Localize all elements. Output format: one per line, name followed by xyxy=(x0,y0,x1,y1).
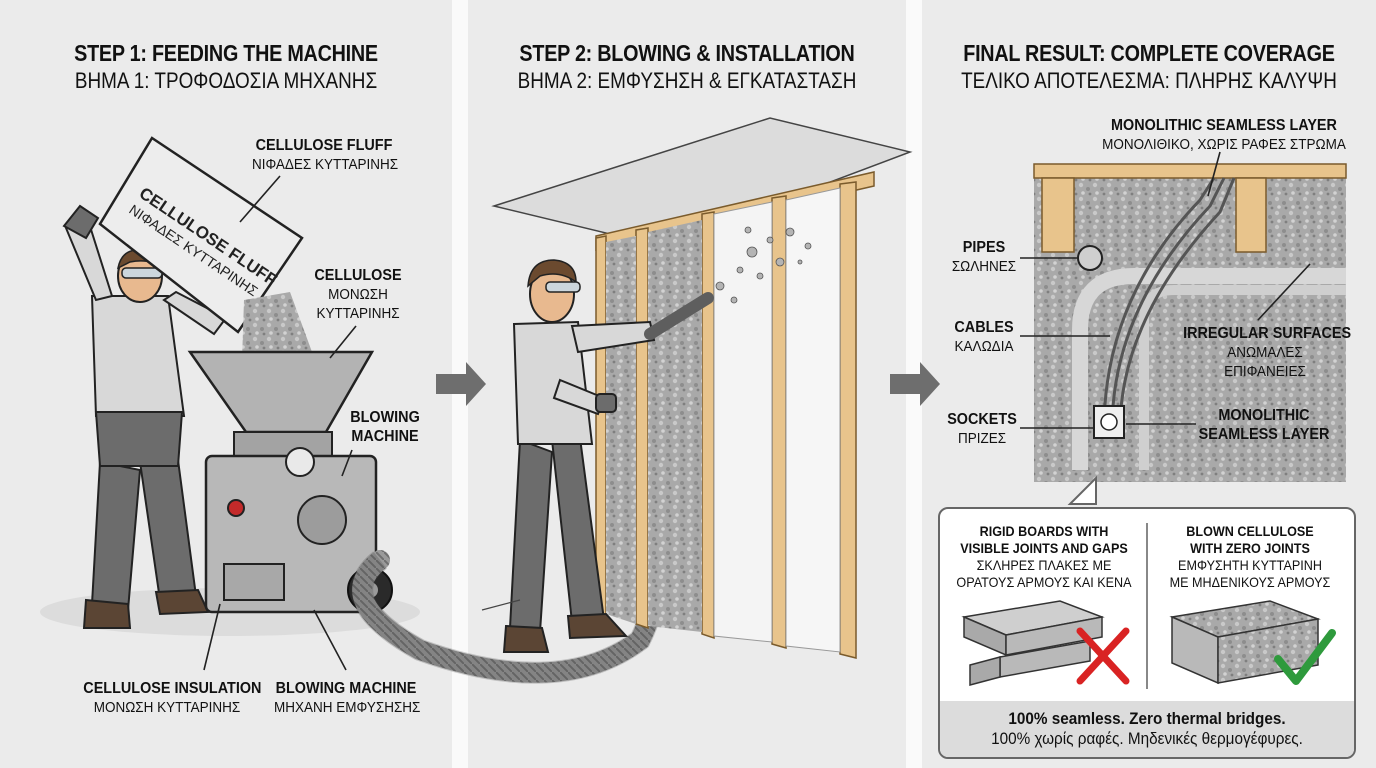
pipe xyxy=(1072,268,1346,470)
step2-title: STEP 2: BLOWING & INSTALLATION xyxy=(519,40,855,66)
caption-text-greek: ΕΜΦΥΣΗΤΗ ΚΥΤΤΑΡΙΝΗ xyxy=(1178,557,1322,573)
step3-leader-lines xyxy=(1020,151,1311,429)
label-text: MACHINE xyxy=(351,428,419,445)
rigid-boards-caption: RIGID BOARDS WITH VISIBLE JOINTS AND GAP… xyxy=(946,523,1142,591)
label-text-greek: ΑΝΩΜΑΛΕΣ xyxy=(1227,344,1303,361)
step1-illustration: CELLULOSE FLUFF ΝΙΦΑΔΕΣ ΚΥΤΤΑΡΙΝΗΣ xyxy=(40,136,420,671)
label-text: BLOWING MACHINE xyxy=(275,680,417,697)
caption-text: RIGID BOARDS WITH xyxy=(979,523,1109,539)
label-pipes: PIPES ΣΩΛΗΝΕΣ xyxy=(944,238,1024,276)
label-text: MONOLITHIC SEAMLESS LAYER xyxy=(1111,117,1337,134)
label-cables: CABLES ΚΑΛΩΔΙΑ xyxy=(944,318,1024,356)
pipe-end xyxy=(1077,245,1103,271)
filled-cavity xyxy=(606,236,636,624)
label-text: CELLULOSE FLUFF xyxy=(255,137,393,154)
label-blowing-machine-bottom: BLOWING MACHINE ΜΗΧΑΝΗ ΕΜΦΥΣΗΣΗΣ xyxy=(266,679,426,717)
cellulose-spray xyxy=(715,226,812,304)
label-text-greek: ΠΡΙΖΕΣ xyxy=(957,430,1007,447)
label-text: BLOWING xyxy=(350,409,420,426)
label-text-greek: ΜΟΝΟΛΙΘΙΚΟ, ΧΩΡΙΣ ΡΑΦΕΣ ΣΤΡΩΜΑ xyxy=(1102,136,1346,153)
worker-feeding xyxy=(62,204,228,629)
divider xyxy=(1146,523,1148,689)
label-text: IRREGULAR SURFACES xyxy=(1183,325,1352,342)
label-text-greek: ΕΠΙΦΑΝΕΙΕΣ xyxy=(1224,363,1306,380)
spray-nozzle xyxy=(644,292,714,340)
caption-text-greek: ΜΕ ΜΗΔΕΝΙΚΟΥΣ ΑΡΜΟΥΣ xyxy=(1169,574,1331,590)
footer-text-greek: 100% χωρίς ραφές. Μηδενικές θερμογέφυρες… xyxy=(991,729,1303,748)
next-step-arrow xyxy=(436,362,486,406)
comparison-graphics xyxy=(961,600,1336,686)
step1-leader-lines xyxy=(203,175,357,671)
label-cellulose-insulation: CELLULOSE INSULATION ΜΟΝΩΣΗ ΚΥΤΤΑΡΙΝΗΣ xyxy=(74,679,262,717)
caption-text-greek: ΟΡΑΤΟΥΣ ΑΡΜΟΥΣ ΚΑΙ ΚΕΝΑ xyxy=(956,574,1132,590)
next-step-arrow xyxy=(890,362,940,406)
label-text: CELLULOSE INSULATION xyxy=(83,680,262,697)
label-cellulose-fluff: CELLULOSE FLUFF ΝΙΦΑΔΕΣ ΚΥΤΤΑΡΙΝΗΣ xyxy=(244,136,404,174)
label-monolithic-layer-top: MONOLITHIC SEAMLESS LAYER ΜΟΝΟΛΙΘΙΚΟ, ΧΩ… xyxy=(1086,116,1362,154)
label-text-greek: ΚΥΤΤΑΡΙΝΗΣ xyxy=(316,305,400,322)
blown-cellulose-caption: BLOWN CELLULOSE WITH ZERO JOINTS ΕΜΦΥΣΗΤ… xyxy=(1152,523,1348,591)
label-text: MONOLITHIC xyxy=(1218,407,1310,424)
step3-title: FINAL RESULT: COMPLETE COVERAGE xyxy=(963,40,1335,66)
checkmark-icon xyxy=(1274,629,1336,685)
step2-subtitle: ΒΗΜΑ 2: ΕΜΦΥΣΗΣΗ & ΕΓΚΑΤΑΣΤΑΣΗ xyxy=(517,68,857,93)
label-text: CABLES xyxy=(954,319,1014,336)
label-cellulose: CELLULOSE ΜΟΝΩΣΗ ΚΥΤΤΑΡΙΝΗΣ xyxy=(302,266,414,323)
label-monolithic-layer-mid: MONOLITHIC SEAMLESS LAYER xyxy=(1190,406,1338,444)
caption-text-greek: ΣΚΛΗΡΕΣ ΠΛΑΚΕΣ ΜΕ xyxy=(976,557,1112,573)
blown-cellulose-icon xyxy=(1169,600,1321,685)
label-text: CELLULOSE xyxy=(314,267,402,284)
label-text: SOCKETS xyxy=(947,411,1017,428)
label-irregular-surfaces: IRREGULAR SURFACES ΑΝΩΜΑΛΕΣ ΕΠΙΦΑΝΕΙΕΣ xyxy=(1174,324,1356,381)
caption-text: VISIBLE JOINTS AND GAPS xyxy=(960,540,1128,556)
label-text: PIPES xyxy=(962,239,1006,256)
caption-text: BLOWN CELLULOSE xyxy=(1186,523,1314,539)
label-text-greek: ΜΗΧΑΝΗ ΕΜΦΥΣΗΣΗΣ xyxy=(274,699,421,716)
worker-installing xyxy=(502,259,656,653)
label-sockets: SOCKETS ΠΡΙΖΕΣ xyxy=(940,410,1024,448)
filled-cavity xyxy=(648,220,702,632)
step2-illustration xyxy=(481,117,913,659)
label-text-greek: ΚΑΛΩΔΙΑ xyxy=(954,338,1014,355)
label-blowing-machine-top: BLOWING MACHINE xyxy=(340,408,430,446)
label-text-greek: ΜΟΝΩΣΗ xyxy=(328,286,388,303)
cross-icon xyxy=(1076,627,1130,685)
label-text-greek: ΜΟΝΩΣΗ ΚΥΤΤΑΡΙΝΗΣ xyxy=(93,699,241,716)
cables xyxy=(1102,177,1236,431)
rigid-boards-icon xyxy=(961,600,1105,686)
caption-text: WITH ZERO JOINTS xyxy=(1190,540,1310,556)
label-text-greek: ΝΙΦΑΔΕΣ ΚΥΤΤΑΡΙΝΗΣ xyxy=(252,156,399,173)
label-text: SEAMLESS LAYER xyxy=(1198,426,1330,443)
step1-subtitle: ΒΗΜΑ 1: ΤΡΟΦΟΔΟΣΙΑ ΜΗΧΑΝΗΣ xyxy=(74,68,378,93)
blowing-machine-unit xyxy=(187,350,393,614)
step3-subtitle: ΤΕΛΙΚΟ ΑΠΟΤΕΛΕΣΜΑ: ΠΛΗΡΗΣ ΚΑΛΥΨΗ xyxy=(961,68,1337,93)
falling-fluff xyxy=(242,292,312,360)
comparison-footer: 100% seamless. Zero thermal bridges. 100… xyxy=(940,701,1354,757)
footer-text: 100% seamless. Zero thermal bridges. xyxy=(1008,709,1286,728)
comparison-callout: RIGID BOARDS WITH VISIBLE JOINTS AND GAP… xyxy=(938,507,1356,759)
step3-cross-section xyxy=(1020,151,1347,505)
label-text-greek: ΣΩΛΗΝΕΣ xyxy=(951,258,1017,275)
step1-title: STEP 1: FEEDING THE MACHINE xyxy=(74,40,378,66)
